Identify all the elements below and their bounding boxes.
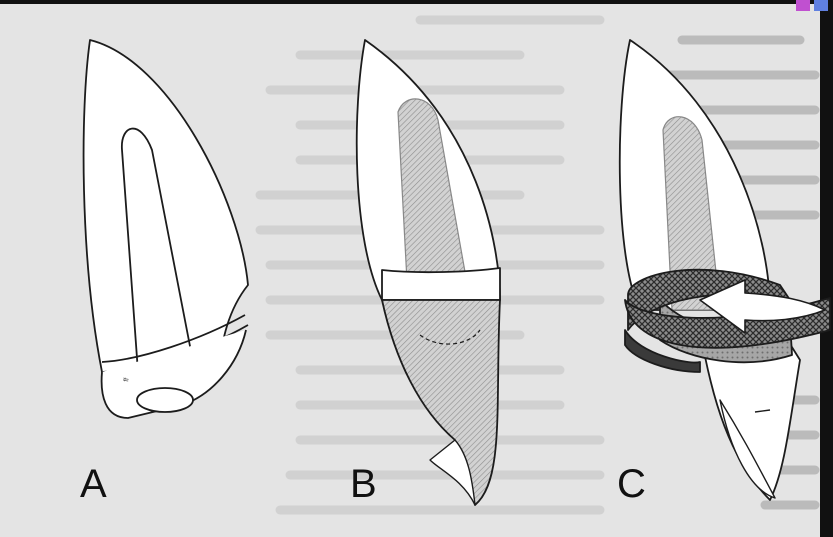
tooth-b-margin-band (382, 268, 500, 300)
panel-label-a: A (80, 462, 107, 506)
panel-label-c: C (617, 462, 646, 506)
tooth-a-canal-opening (137, 388, 193, 412)
panel-label-b: B (350, 462, 377, 506)
corner-accent-magenta (796, 0, 810, 11)
corner-accent-blue (814, 0, 828, 11)
